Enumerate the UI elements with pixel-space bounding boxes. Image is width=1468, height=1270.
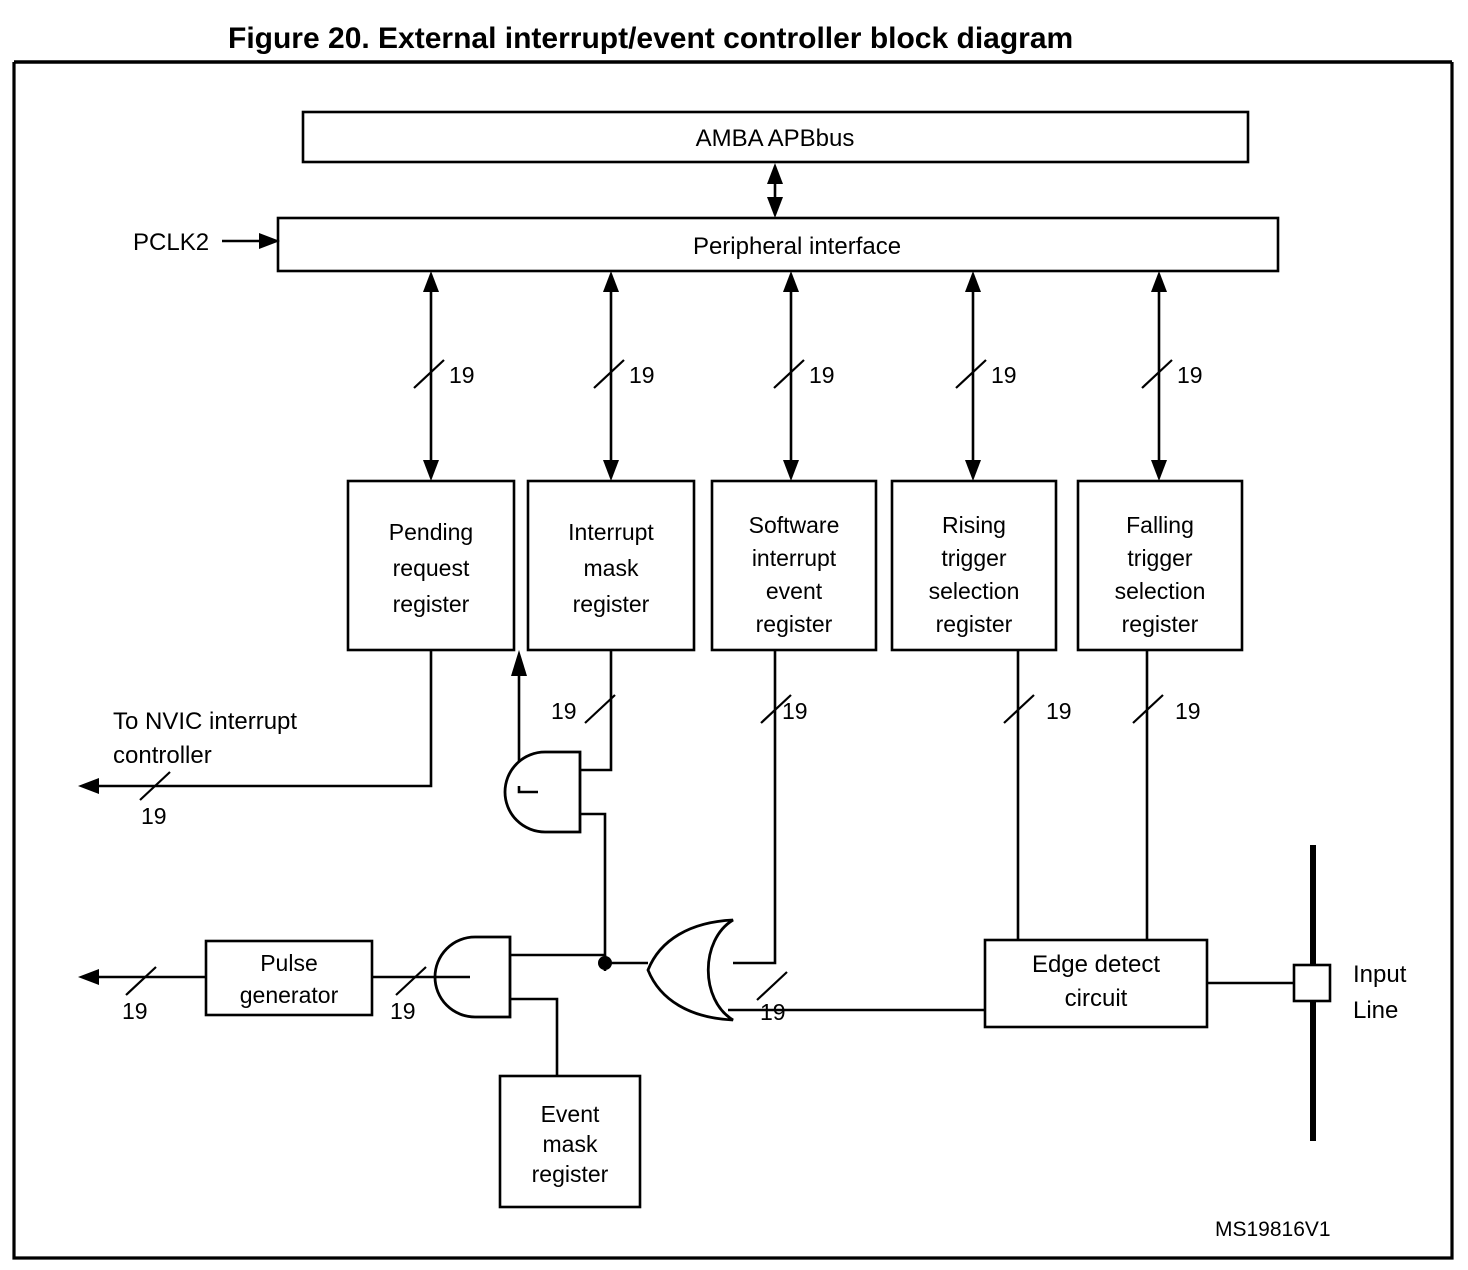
to-nvic-label-line-2: controller — [113, 742, 212, 769]
interrupt-mask-register-line-1: Interrupt — [568, 519, 654, 545]
edge-detect-circuit-box — [983, 938, 1209, 1029]
rising-trigger-selection-register-line-2: trigger — [941, 545, 1007, 571]
bus-width-pending: 19 — [449, 362, 475, 388]
and-gate-interrupt — [503, 750, 582, 834]
rising-trigger-selection-register-line-4: register — [936, 611, 1013, 637]
amba-apb-bus-label: AMBA APBbus — [696, 125, 855, 152]
bus-arrow-down-mask — [603, 460, 619, 481]
edge-detect-circuit-line-1: Edge detect — [1032, 951, 1160, 978]
rising-trigger-selection-register-box — [890, 479, 1058, 652]
pulse-generator-line-2: generator — [240, 982, 339, 1008]
pulse-in-bus-width: 19 — [390, 998, 416, 1024]
falling-down-bus-width: 19 — [1175, 698, 1201, 724]
software-interrupt-event-register-box — [710, 479, 878, 652]
software-interrupt-event-register-line-3: event — [766, 578, 823, 604]
falling-trigger-selection-register-line-3: selection — [1115, 578, 1206, 604]
pulse-out-slash — [125, 966, 157, 996]
bus-arrow-up-pending — [423, 271, 439, 292]
falling-trigger-selection-register-line-1: Falling — [1126, 512, 1194, 538]
software-interrupt-event-register-line-2: interrupt — [752, 545, 837, 571]
apb-arrowhead-up — [767, 163, 783, 184]
pulse-in-slash — [395, 966, 427, 996]
bus-arrow-down-swier — [783, 460, 799, 481]
and-gate-event — [433, 935, 512, 1019]
rising-down-slash — [1003, 694, 1035, 724]
bus-arrow-down-rising — [965, 460, 981, 481]
nvic-output-arrowhead — [78, 778, 99, 794]
rising-trigger-selection-register-line-1: Rising — [942, 512, 1006, 538]
drawing-code-label: MS19816V1 — [1215, 1218, 1331, 1241]
falling-trigger-selection-register-box — [1076, 479, 1244, 652]
nvic-output-wire — [96, 650, 433, 788]
apb-arrowhead-down — [767, 197, 783, 218]
bus-width-rising: 19 — [991, 362, 1017, 388]
bus-arrow-up-mask — [603, 271, 619, 292]
interrupt-mask-register-line-3: register — [573, 591, 650, 617]
rising-down-bus-width: 19 — [1046, 698, 1072, 724]
pulse-generator-box — [204, 939, 374, 1017]
swier-to-or-wire — [733, 650, 777, 965]
or-out-slash — [756, 971, 788, 1001]
and1-output-arrowhead — [511, 650, 527, 676]
bus-slash-swier — [773, 359, 805, 389]
peripheral-interface-box — [276, 216, 1280, 273]
and1-output-lead — [517, 786, 538, 794]
bus-width-falling: 19 — [1177, 362, 1203, 388]
mask-to-and1-slash — [584, 694, 616, 724]
nvic-output-bus-width: 19 — [141, 803, 167, 829]
rising-trigger-selection-register-line-3: selection — [929, 578, 1020, 604]
bus-arrow-up-swier — [783, 271, 799, 292]
pulse-out-bus-width: 19 — [122, 998, 148, 1024]
bus-slash-pending — [413, 359, 445, 389]
amba-apb-bus-box — [301, 110, 1250, 164]
or-out-bus-width: 19 — [760, 999, 786, 1025]
event-mask-register-line-3: register — [532, 1161, 609, 1187]
pulse-generator-output-arrowhead — [78, 969, 99, 985]
swier-bus-width: 19 — [782, 698, 808, 724]
pending-request-register-line-1: Pending — [389, 519, 473, 545]
input-line-tap-connector — [1292, 963, 1332, 1003]
bus-arrow-up-falling — [1151, 271, 1167, 292]
bus-slash-rising — [955, 359, 987, 389]
bus-arrow-up-rising — [965, 271, 981, 292]
input-line-label-line-2: Line — [1353, 997, 1398, 1024]
bus-width-mask: 19 — [629, 362, 655, 388]
edge-detect-circuit-line-2: circuit — [1065, 985, 1128, 1012]
input-line-label-line-1: Input — [1353, 961, 1407, 988]
figure-title: Figure 20. External interrupt/event cont… — [228, 22, 1073, 55]
falling-trigger-selection-register-line-2: trigger — [1127, 545, 1193, 571]
bus-slash-mask — [593, 359, 625, 389]
mask-to-and1-bus-width: 19 — [551, 698, 577, 724]
and2-input-b-wire — [510, 997, 559, 1076]
pulse-generator-line-1: Pulse — [260, 950, 318, 976]
interrupt-mask-register-line-2: mask — [584, 555, 639, 581]
pending-request-register-line-2: request — [393, 555, 470, 581]
figure-border — [12, 62, 1454, 1260]
pending-request-register-line-3: register — [393, 591, 470, 617]
falling-trigger-selection-register-line-4: register — [1122, 611, 1199, 637]
nvic-output-slash — [139, 771, 171, 801]
falling-down-slash — [1132, 694, 1164, 724]
software-interrupt-event-register-line-1: Software — [749, 512, 840, 538]
peripheral-interface-label: Peripheral interface — [693, 233, 901, 260]
software-interrupt-event-register-line-4: register — [756, 611, 833, 637]
or-gate-event — [646, 918, 734, 1022]
mask-to-and1-wire — [580, 650, 613, 772]
pclk2-label: PCLK2 — [133, 229, 209, 256]
bus-arrow-down-falling — [1151, 460, 1167, 481]
bus-width-swier: 19 — [809, 362, 835, 388]
event-mask-register-line-2: mask — [543, 1131, 598, 1157]
interrupt-mask-register-box — [526, 479, 696, 652]
event-mask-register-box — [498, 1074, 642, 1209]
bus-arrow-down-pending — [423, 460, 439, 481]
event-mask-register-line-1: Event — [541, 1101, 600, 1127]
pclk2-arrowhead — [259, 233, 280, 249]
swier-slash — [760, 694, 792, 724]
and1-input-from-or-wire — [580, 812, 607, 963]
to-nvic-label-line-1: To NVIC interrupt — [113, 708, 297, 735]
bus-slash-falling — [1141, 359, 1173, 389]
